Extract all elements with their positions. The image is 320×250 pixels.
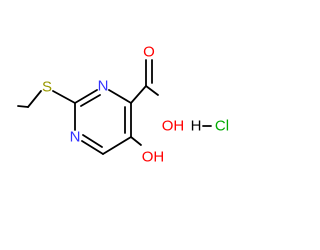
bond-carboxyl-oh — [145, 85, 159, 96]
atom-oh-acid: OH — [162, 118, 185, 135]
bond-c6-carboxyl — [130, 85, 147, 104]
atom-o-carbonyl: O — [143, 44, 155, 61]
bond-c5-oh — [130, 136, 142, 146]
bond-s-methyl — [27, 90, 42, 108]
atom-s: S — [42, 79, 52, 96]
bond-c2-n1 — [74, 89, 98, 104]
bond-c4-n3 — [81, 140, 104, 155]
atom-cl-hcl: Cl — [215, 118, 229, 135]
bond-c4-n3-double — [82, 134, 103, 148]
atom-n3: N — [70, 129, 81, 146]
atom-oh-phenol: OH — [142, 149, 165, 166]
atom-n1: N — [98, 78, 109, 95]
atom-h-hcl: H — [191, 118, 202, 135]
bond-n1-c6 — [108, 89, 132, 104]
bond-methyl-end — [17, 105, 29, 108]
chemical-structure-diagram: N N S O OH OH H Cl — [17, 44, 229, 166]
bond-c5-c4 — [102, 136, 132, 155]
bond-c2-n1-double — [80, 94, 101, 107]
bond-c2-s — [52, 90, 76, 104]
